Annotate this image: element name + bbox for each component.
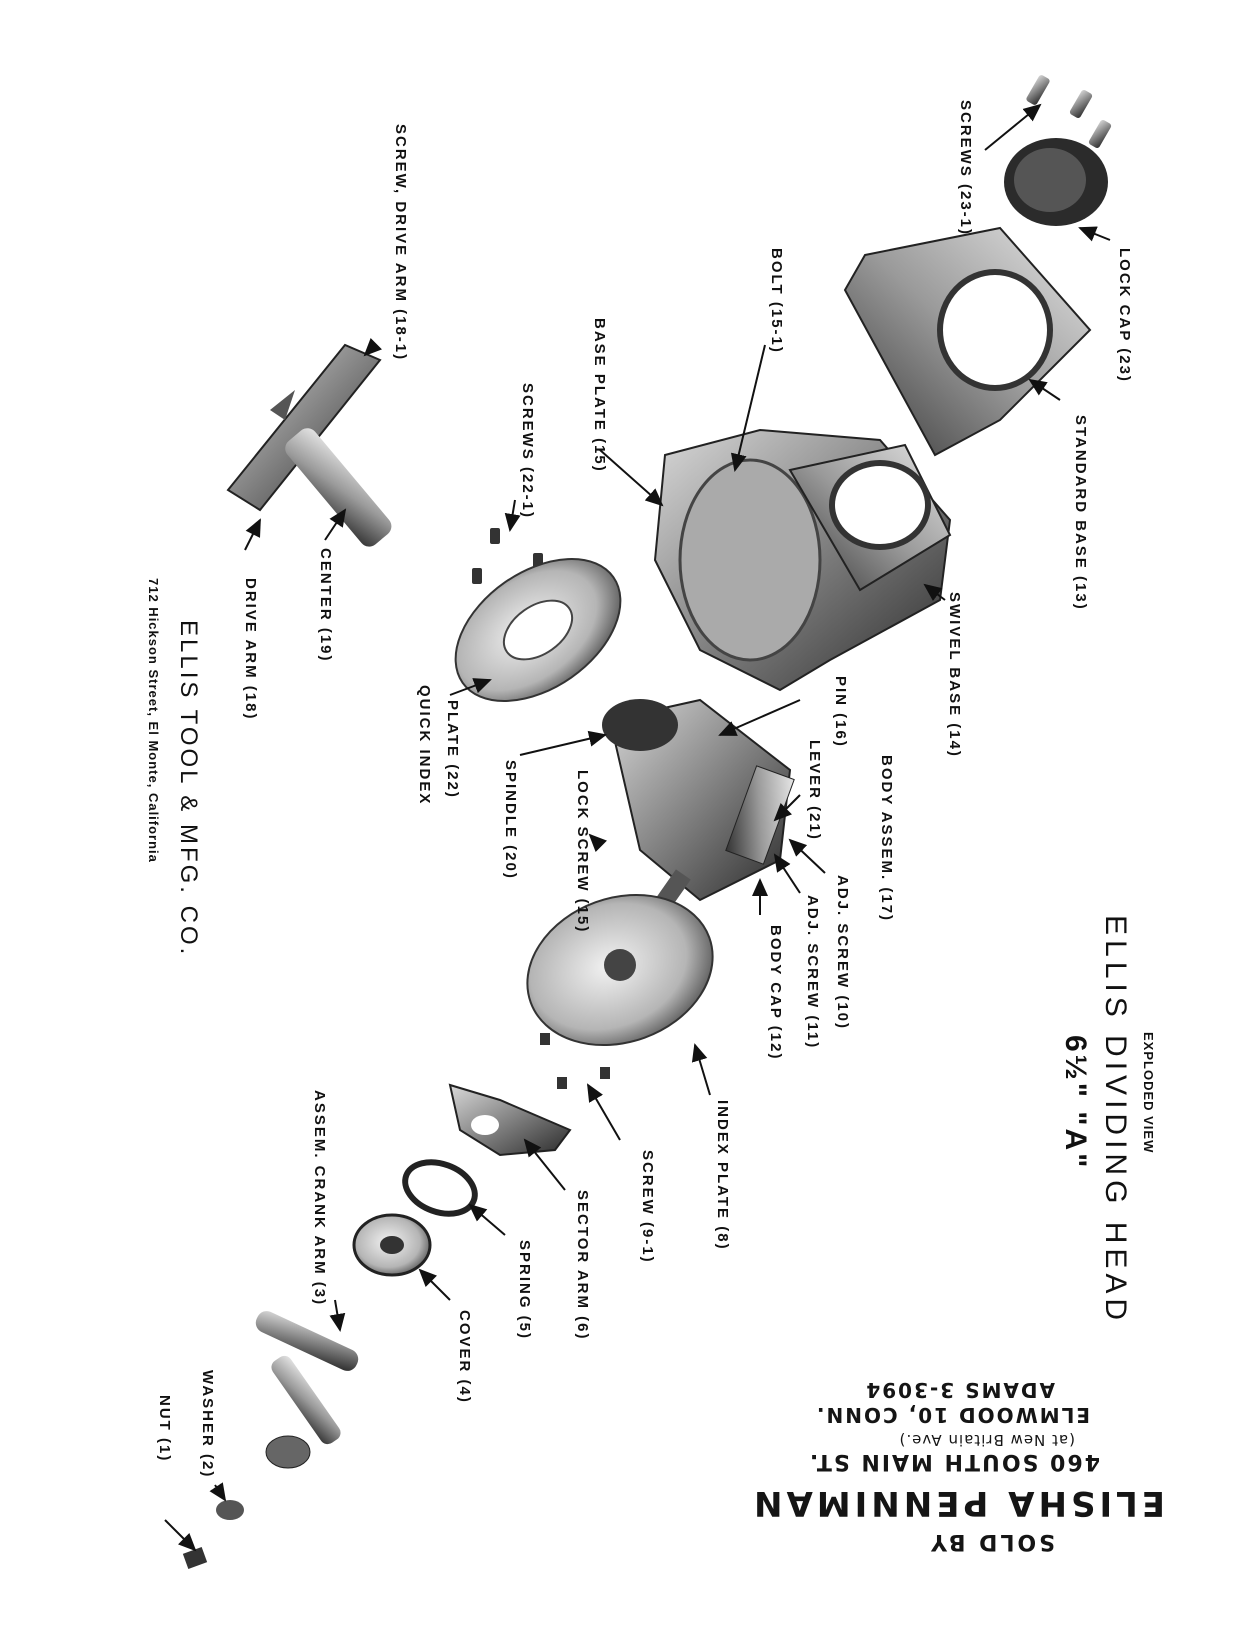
label-cover-4: COVER (4): [456, 1310, 473, 1404]
label-swivel-base-14: SWIVEL BASE (14): [946, 592, 963, 758]
screws-9-1-drawing: [540, 1033, 610, 1089]
label-quick-index: QUICK INDEX: [416, 685, 433, 806]
label-screw-9-1: SCREW (9-1): [639, 1150, 656, 1264]
stamp-cross-street: (at New Britain Ave.): [898, 1431, 1075, 1449]
label-spindle-20: SPINDLE (20): [502, 760, 519, 880]
label-adj-screw-11: ADJ. SCREW (11): [804, 895, 821, 1050]
washer-nut-drawing: [182, 1500, 244, 1569]
label-adj-screw-10: ADJ. SCREW (10): [834, 875, 851, 1031]
index-plate-drawing: [526, 893, 714, 1047]
label-body-assem-17: BODY ASSEM. (17): [878, 755, 895, 923]
label-body-cap-12: BODY CAP (12): [767, 925, 784, 1061]
page-title: ELLIS DIVIDING HEAD: [1099, 915, 1132, 1326]
lock-cap-drawing: [1004, 138, 1108, 226]
label-assem-crank-arm-3: ASSEM. CRANK ARM (3): [311, 1090, 328, 1307]
stamp-city: ELMWOOD 10, CONN.: [814, 1403, 1090, 1427]
swivel-base-drawing: [653, 428, 952, 692]
label-drive-arm-18: DRIVE ARM (18): [242, 578, 259, 721]
label-plate-22: PLATE (22): [444, 700, 461, 799]
label-center-19: CENTER (19): [317, 548, 334, 663]
standard-base-drawing: [843, 226, 1092, 457]
label-nut-1: NUT (1): [156, 1395, 173, 1463]
label-spring-5: SPRING (5): [516, 1240, 533, 1341]
label-lever-21: LEVER (21): [806, 740, 823, 841]
body-assembly-drawing: [602, 698, 795, 921]
label-screws-23-1: SCREWS (23-1): [957, 100, 974, 237]
spring-drawing: [402, 1159, 478, 1217]
stamp-street: 460 SOUTH MAIN ST.: [807, 1449, 1100, 1474]
label-index-plate-8: INDEX PLATE (8): [714, 1100, 731, 1251]
label-base-plate-15: BASE PLATE (15): [591, 318, 608, 473]
quick-index-plate-drawing: [454, 557, 622, 703]
label-lock-cap-23: LOCK CAP (23): [1116, 248, 1133, 383]
label-lock-screw-15: LOCK SCREW (15): [574, 770, 591, 934]
drive-arm-drawing: [226, 343, 392, 547]
model-label: 6½" "A": [1059, 1035, 1092, 1171]
exploded-view-label: EXPLODED VIEW: [1141, 1032, 1156, 1154]
company-name: ELLIS TOOL & MFG. CO.: [175, 620, 202, 958]
label-sector-arm-6: SECTOR ARM (6): [574, 1190, 591, 1341]
stamp-dealer: ELISHA PENNIMAN: [750, 1483, 1165, 1523]
company-address: 712 Hickson Street, El Monte, California: [146, 578, 161, 863]
label-screws-22-1: SCREWS (22-1): [519, 383, 536, 520]
sector-arm-drawing: [448, 1083, 572, 1157]
stamp-sold-by: SOLD BY: [928, 1529, 1055, 1554]
label-pin-16: PIN (16): [832, 676, 849, 748]
crank-arm-drawing: [255, 1311, 359, 1469]
leader-arrows: [164, 103, 1111, 1552]
label-screw-drive-arm-18-1: SCREW, DRIVE ARM (18-1): [392, 124, 409, 362]
label-bolt-15-1: BOLT (15-1): [768, 248, 785, 354]
label-washer-2: WASHER (2): [199, 1370, 216, 1479]
cover-drawing: [352, 1213, 432, 1277]
stamp-phone: ADAMS 3-3094: [864, 1378, 1055, 1402]
screws-23-1-drawing: [1026, 75, 1112, 149]
label-standard-base-13: STANDARD BASE (13): [1072, 415, 1089, 611]
